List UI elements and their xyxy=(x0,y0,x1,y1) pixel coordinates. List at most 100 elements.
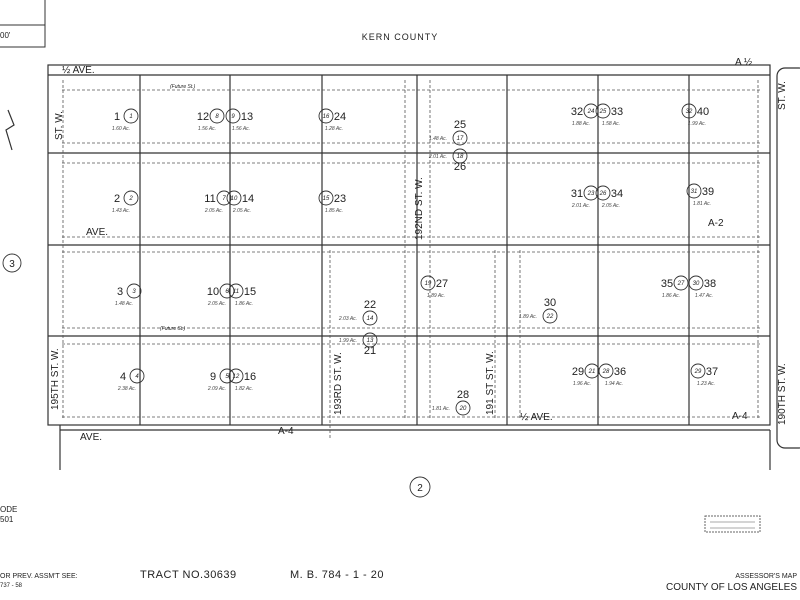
street-191st: 191 ST ST. W. xyxy=(485,351,496,415)
parcel-number: 9 xyxy=(231,114,235,120)
map-ref-left-label: 3 xyxy=(9,259,15,270)
parcel-circle xyxy=(129,368,145,384)
prev-assessment-label: OR PREV. ASSM'T SEE: xyxy=(0,573,78,580)
lot-acreage: 1.28 Ac. xyxy=(325,126,343,132)
parcel-circle xyxy=(219,283,235,299)
lot-acreage: 1.96 Ac. xyxy=(573,381,591,387)
parcel-number: 26 xyxy=(599,191,607,197)
lot-number: 26 xyxy=(454,161,466,173)
lot-acreage: 2.09 Ac. xyxy=(207,386,226,392)
lot-number: 3 xyxy=(117,286,123,298)
map-ref-bottom-label: 2 xyxy=(417,483,423,494)
parcel-number: 27 xyxy=(677,281,685,287)
street-195th: 195TH ST. W. xyxy=(50,348,61,410)
lot-acreage: 1.23 Ac. xyxy=(697,381,715,387)
map-ref-bottom[interactable]: 2 xyxy=(409,476,431,498)
lot-acreage: 1.89 Ac. xyxy=(427,293,445,299)
lot-number: 22 xyxy=(364,299,376,311)
parcel-number: 3 xyxy=(132,289,136,295)
parcel-number: 2 xyxy=(128,196,133,202)
lot-acreage: 1.48 Ac. xyxy=(429,136,447,142)
parcel-circle xyxy=(420,275,436,291)
lot-acreage: 1.43 Ac. xyxy=(112,208,130,214)
street-bottom-ave: AVE. xyxy=(80,432,102,443)
parcel-circle xyxy=(673,275,689,291)
zone-a2: A-2 xyxy=(708,218,724,229)
county-label: KERN COUNTY xyxy=(362,32,439,42)
lot-number: 14 xyxy=(242,193,254,205)
scale-label: 00' xyxy=(0,31,11,40)
parcel-number: 10 xyxy=(231,196,238,202)
future-street-note: (Future St.) xyxy=(170,84,196,90)
zone-a4-right: A-4 xyxy=(732,411,748,422)
lot-number: 4 xyxy=(120,371,126,383)
lot-acreage: 1.60 Ac. xyxy=(112,126,130,132)
lot-acreage: 1.94 Ac. xyxy=(605,381,623,387)
lot-number: 36 xyxy=(614,366,626,378)
parcel-number: 12 xyxy=(233,374,240,380)
lot-2[interactable]: 2 2 1.43 Ac. xyxy=(112,190,139,214)
parcel-number: 25 xyxy=(599,109,607,115)
parcel-circle xyxy=(226,190,242,206)
prev-assessment-ref: 737 - 58 xyxy=(0,583,23,589)
lot-acreage: 1.81 Ac. xyxy=(432,406,450,412)
lot-3[interactable]: 331.48 Ac. xyxy=(115,283,142,307)
lot-acreage: 1.81 Ac. xyxy=(693,201,711,207)
parcel-circle xyxy=(690,363,706,379)
parcel-circle xyxy=(688,275,704,291)
street-190th: 190TH ST. W. xyxy=(777,363,788,425)
parcel-circle xyxy=(362,310,378,326)
parcel-number: 1 xyxy=(129,114,132,120)
parcel-circle xyxy=(123,108,139,124)
lot-number: 9 xyxy=(210,371,216,383)
lot-number: 28 xyxy=(457,389,469,401)
tract-boundary xyxy=(47,64,800,470)
lot-acreage: 1.86 Ac. xyxy=(235,301,253,307)
lot-number: 27 xyxy=(436,278,448,290)
parcel-circle xyxy=(583,103,599,119)
lot-acreage: 1.86 Ac. xyxy=(662,293,680,299)
map-ref-left[interactable]: 3 xyxy=(2,253,22,273)
lot-number: 2 xyxy=(114,193,120,205)
street-mid-ave: AVE. xyxy=(86,227,108,238)
north-arrow xyxy=(5,109,15,151)
street-193rd: 193RD ST. W. xyxy=(333,352,344,415)
parcel-number: 17 xyxy=(457,136,464,142)
parcel-circle xyxy=(123,190,139,206)
lot-9[interactable]: 592.09 Ac. xyxy=(207,368,235,392)
lot-number: 33 xyxy=(611,106,623,118)
parcel-number: 4 xyxy=(135,374,139,380)
lot-number: 38 xyxy=(704,278,716,290)
parcel-circle xyxy=(126,283,142,299)
lot-4[interactable]: 442.38 Ac. xyxy=(117,368,145,392)
lot-acreage: 2.01 Ac. xyxy=(428,154,447,160)
lot-1[interactable]: 111.60 Ac. xyxy=(112,108,139,132)
